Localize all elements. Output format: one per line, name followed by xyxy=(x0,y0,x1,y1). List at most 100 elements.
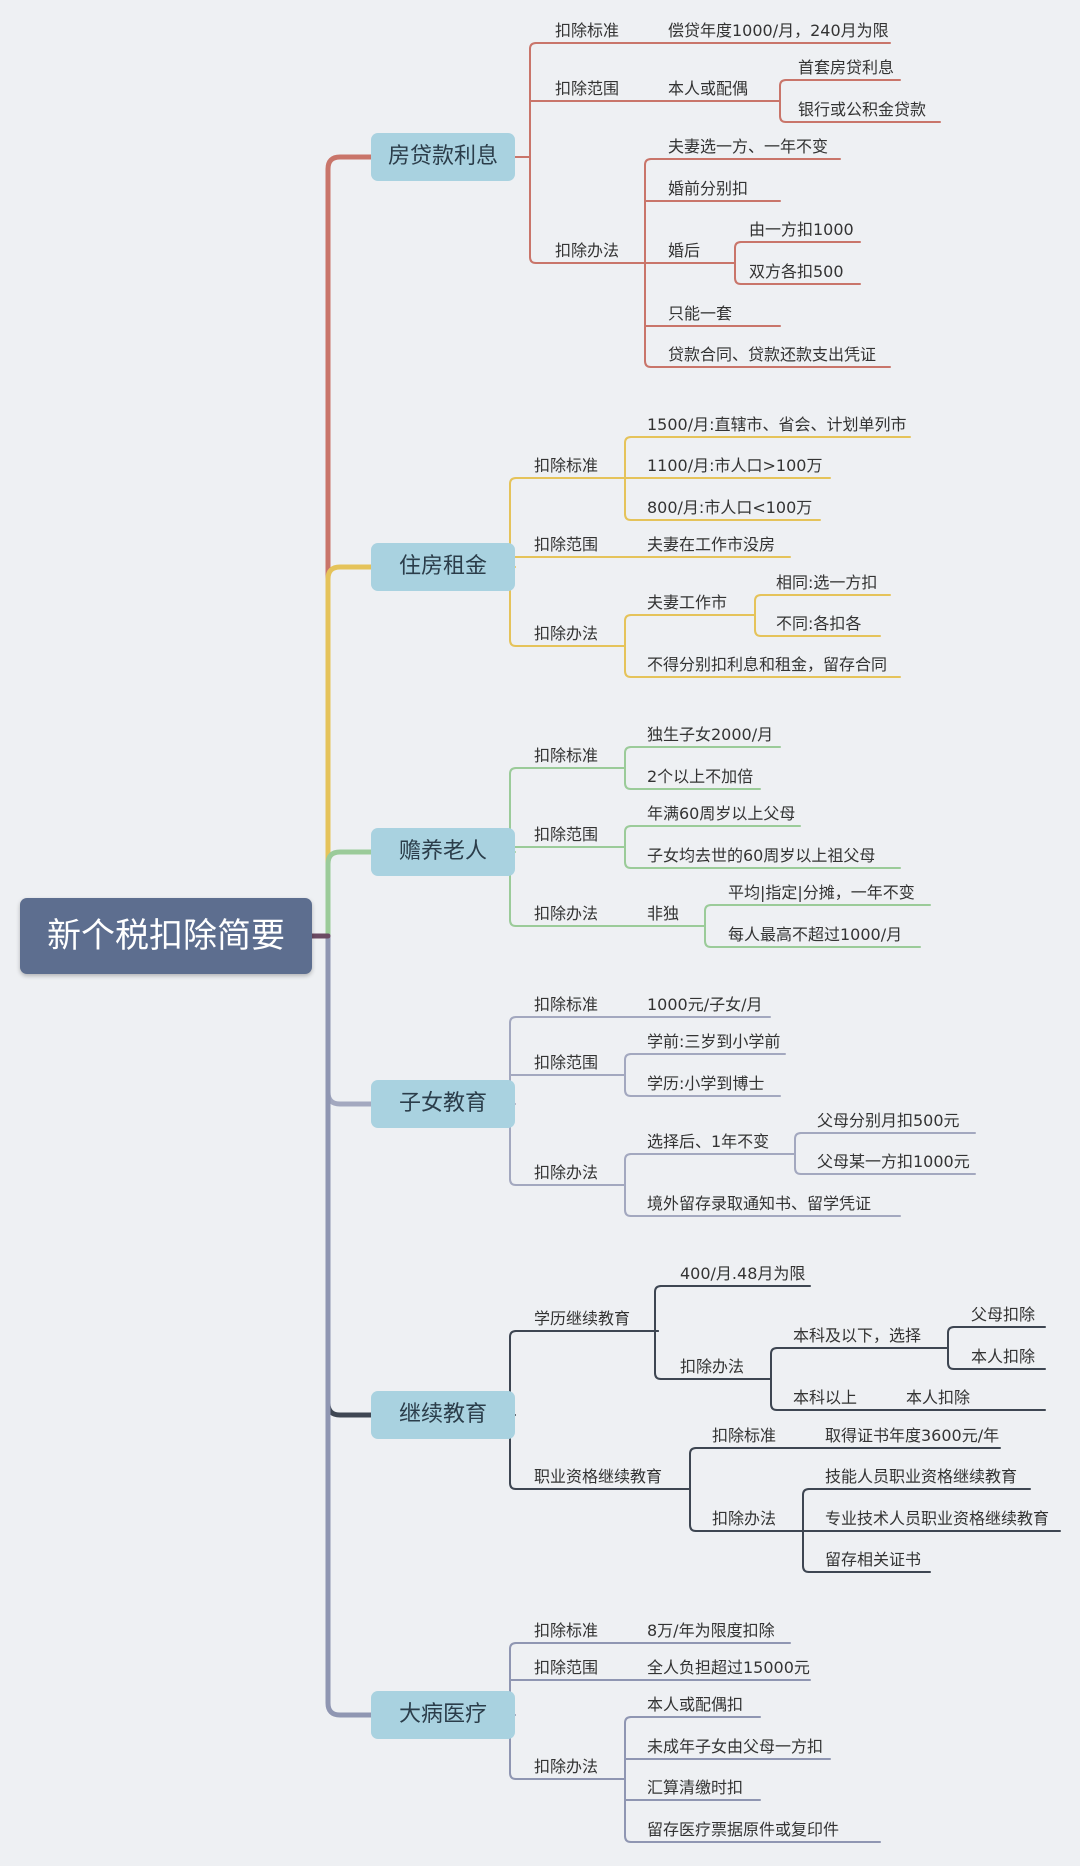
connector-line xyxy=(704,940,712,948)
connector-line xyxy=(509,767,517,775)
rent-method-1a: 相同:选一方扣 xyxy=(776,573,878,592)
cont-prof-method-1: 技能人员职业资格继续教育 xyxy=(825,1467,1018,1486)
mortgage-method: 扣除办法 xyxy=(555,241,620,260)
connector-line xyxy=(689,1447,697,1455)
elder-scope-2: 子女均去世的60周岁以上祖父母 xyxy=(647,846,876,865)
mortgage-method-4: 只能一套 xyxy=(668,304,733,323)
connector-line xyxy=(770,1403,778,1411)
connector-line xyxy=(624,670,632,678)
child-method: 扣除办法 xyxy=(534,1163,599,1182)
connector-line xyxy=(624,1053,632,1061)
elder-standard-1: 独生子女2000/月 xyxy=(647,725,774,744)
connector-line xyxy=(624,1089,632,1097)
rent-standard-3: 800/月:市人口<100万 xyxy=(647,498,813,517)
mortgage-method-5: 贷款合同、贷款还款支出凭证 xyxy=(668,345,877,364)
connector-line xyxy=(509,1016,517,1024)
elder-method-1: 非独 xyxy=(647,904,680,923)
mortgage-method-3a: 由一方扣1000 xyxy=(749,220,854,239)
connector-line xyxy=(624,513,632,521)
connector-line xyxy=(529,42,537,50)
main-connector xyxy=(325,849,374,939)
connector-line xyxy=(794,1132,802,1140)
cont-professional: 职业资格继续教育 xyxy=(534,1467,663,1486)
child-scope: 扣除范围 xyxy=(534,1053,599,1072)
connector-line xyxy=(509,1178,517,1186)
category-elderly-support: 赡养老人 xyxy=(371,828,515,876)
cont-prof-standard-value: 取得证书年度3600元/年 xyxy=(825,1426,1000,1445)
connector-line xyxy=(704,904,712,912)
mortgage-first-home: 首套房贷利息 xyxy=(798,58,895,77)
connector-line xyxy=(794,1167,802,1175)
main-connector xyxy=(325,154,374,939)
connector-line xyxy=(624,1716,632,1724)
child-scope-2: 学历:小学到博士 xyxy=(647,1074,765,1093)
mortgage-standard-value: 偿贷年度1000/月，240月为限 xyxy=(668,21,889,40)
connector-line xyxy=(734,241,742,249)
mortgage-standard: 扣除标准 xyxy=(555,21,620,40)
connector-line xyxy=(509,477,517,485)
connector-line xyxy=(734,277,742,285)
med-scope: 扣除范围 xyxy=(534,1658,599,1677)
connector-line xyxy=(654,1285,662,1293)
category-housing-rent: 住房租金 xyxy=(371,543,515,591)
connector-line xyxy=(624,861,632,869)
rent-method-2: 不得分别扣利息和租金，留存合同 xyxy=(647,655,888,674)
connector-line xyxy=(624,746,632,754)
connector-line xyxy=(754,594,762,602)
child-method-1b: 父母某一方扣1000元 xyxy=(817,1152,970,1171)
cont-prof-method: 扣除办法 xyxy=(712,1509,777,1528)
cont-undergrad-above: 本科以上 xyxy=(793,1388,858,1407)
med-method-3: 汇算清缴时扣 xyxy=(647,1778,744,1797)
rent-standard-2: 1100/月:市人口>100万 xyxy=(647,456,823,475)
mortgage-method-1: 夫妻选一方、一年不变 xyxy=(668,137,829,156)
connector-line xyxy=(509,1482,517,1490)
med-method-2: 未成年子女由父母一方扣 xyxy=(647,1737,824,1756)
elder-scope-1: 年满60周岁以上父母 xyxy=(647,804,796,823)
child-method-1: 选择后、1年不变 xyxy=(647,1132,770,1151)
main-connector xyxy=(325,933,374,1718)
connector-line xyxy=(509,919,517,927)
main-connector xyxy=(325,933,374,1418)
med-method-1: 本人或配偶扣 xyxy=(647,1695,744,1714)
connector-line xyxy=(802,1488,810,1496)
elder-standard: 扣除标准 xyxy=(534,746,599,765)
category-child-education: 子女教育 xyxy=(371,1080,515,1128)
cont-academic: 学历继续教育 xyxy=(534,1309,631,1328)
rent-method-1: 夫妻工作市 xyxy=(647,593,728,612)
elder-method-1b: 每人最高不超过1000/月 xyxy=(728,925,903,944)
child-method-1a: 父母分别月扣500元 xyxy=(817,1111,960,1130)
cont-self-deduct-1: 本人扣除 xyxy=(971,1347,1036,1366)
child-standard: 扣除标准 xyxy=(534,995,599,1014)
mortgage-method-3b: 双方各扣500 xyxy=(749,262,844,281)
rent-method: 扣除办法 xyxy=(534,624,599,643)
elder-scope: 扣除范围 xyxy=(534,825,599,844)
med-method: 扣除办法 xyxy=(534,1757,599,1776)
category-mortgage-interest: 房贷款利息 xyxy=(371,133,515,181)
med-method-4: 留存医疗票据原件或复印件 xyxy=(647,1820,840,1839)
cont-prof-standard: 扣除标准 xyxy=(712,1426,777,1445)
elder-method: 扣除办法 xyxy=(534,904,599,923)
root-node: 新个税扣除简要 xyxy=(20,898,312,974)
cont-parent-deduct: 父母扣除 xyxy=(971,1305,1036,1324)
category-serious-illness: 大病医疗 xyxy=(371,1691,515,1739)
elder-standard-2: 2个以上不加倍 xyxy=(647,767,754,786)
connector-line xyxy=(754,629,762,637)
rent-standard-1: 1500/月:直辖市、省会、计划单列市 xyxy=(647,415,907,434)
connector-line xyxy=(529,256,537,264)
main-connector xyxy=(325,564,374,939)
cont-prof-method-2: 专业技术人员职业资格继续教育 xyxy=(825,1509,1050,1528)
mortgage-method-2: 婚前分别扣 xyxy=(668,179,749,198)
connector-line xyxy=(689,1524,697,1532)
rent-scope: 扣除范围 xyxy=(534,535,599,554)
connector-line xyxy=(947,1362,955,1370)
cont-prof-method-3: 留存相关证书 xyxy=(825,1550,922,1569)
connector-line xyxy=(644,360,652,368)
connector-line xyxy=(779,79,787,87)
mortgage-bank-loan: 银行或公积金贷款 xyxy=(798,100,927,119)
rent-scope-value: 夫妻在工作市没房 xyxy=(647,535,776,554)
connector-line xyxy=(624,1153,632,1161)
connector-line xyxy=(624,782,632,790)
rent-method-1b: 不同:各扣各 xyxy=(776,614,862,633)
connector-line xyxy=(624,825,632,833)
child-standard-value: 1000元/子女/月 xyxy=(647,995,763,1014)
